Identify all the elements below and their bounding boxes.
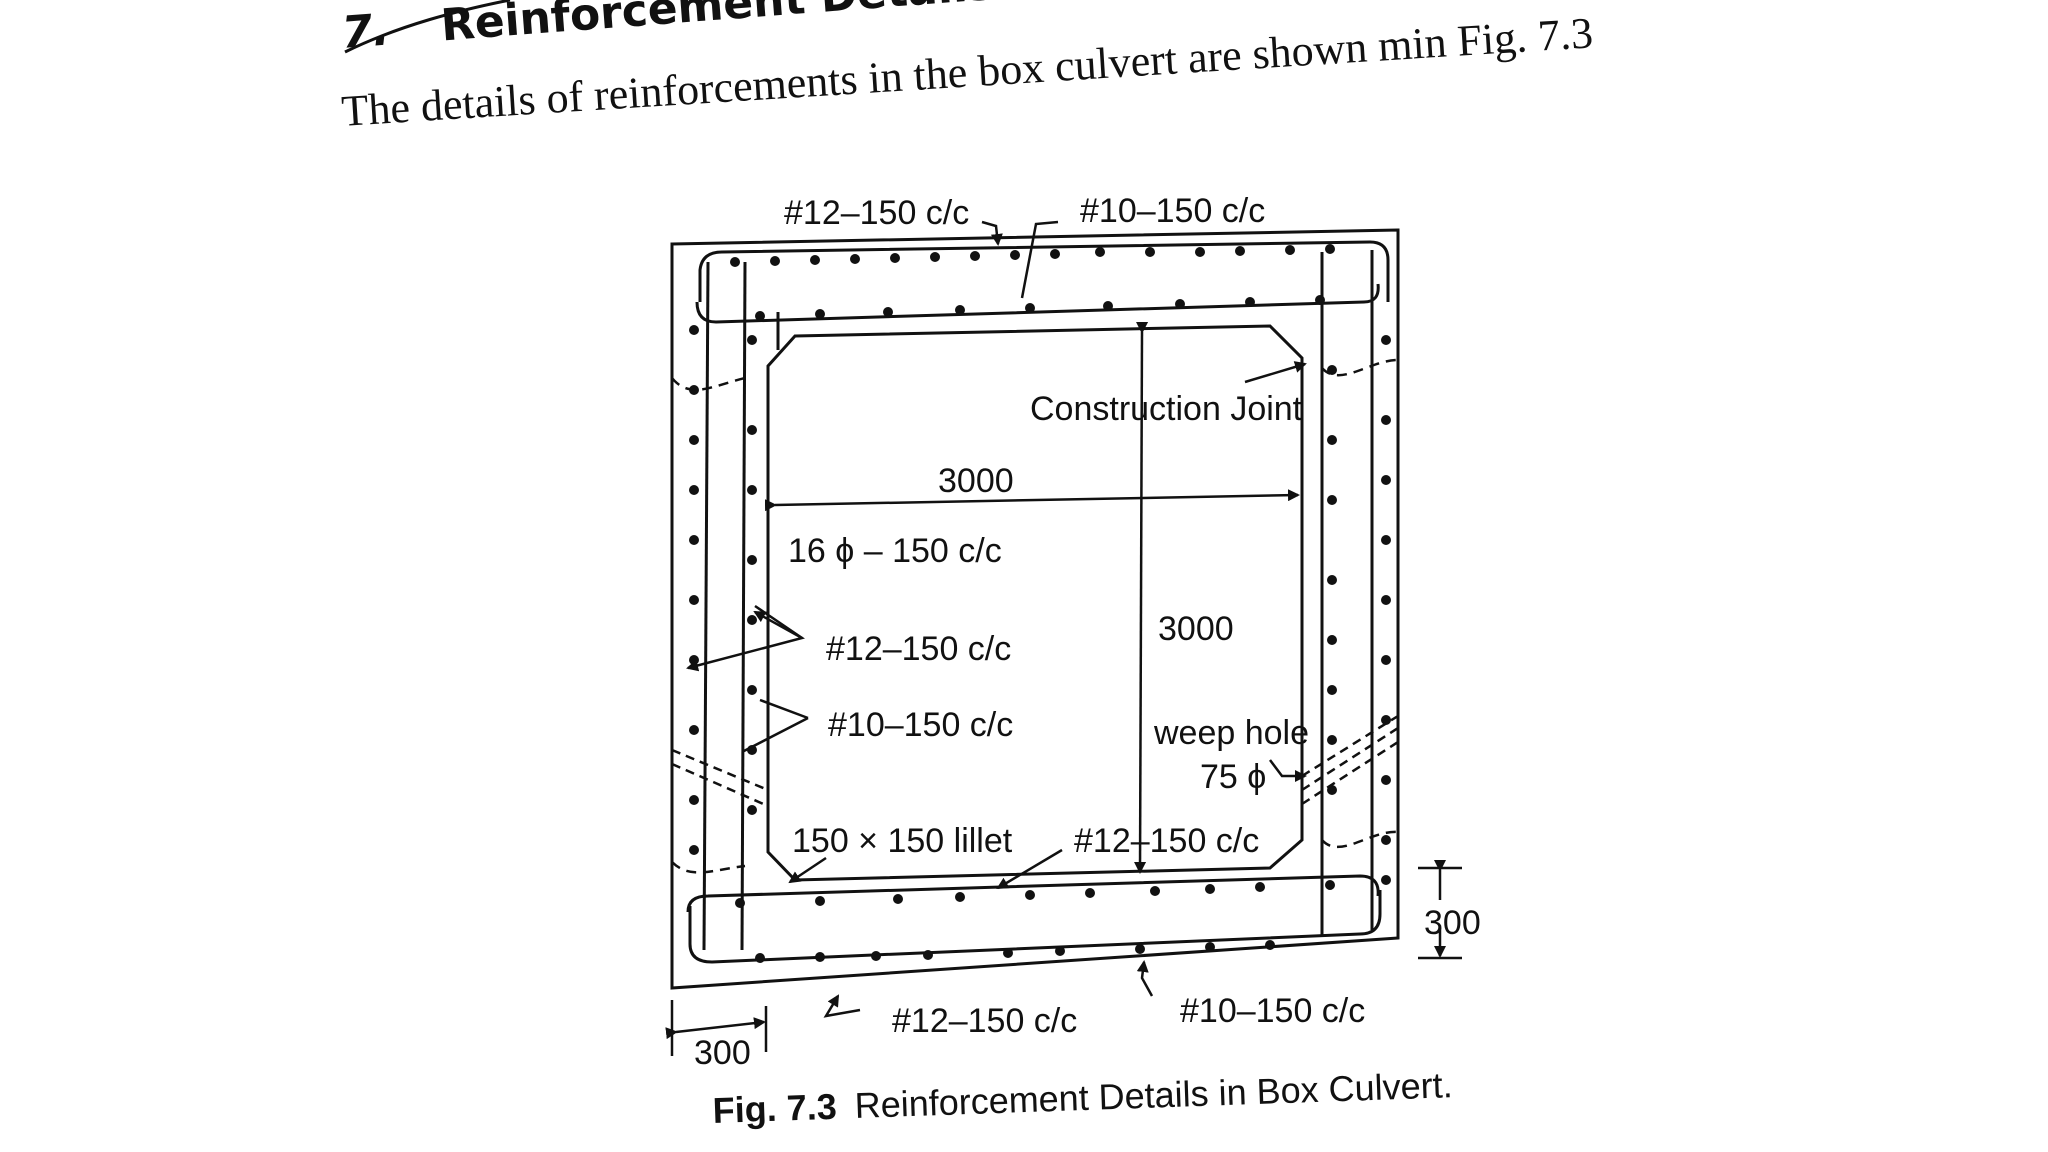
span-dimension-line [764, 489, 1300, 512]
left-wall-bars [689, 325, 757, 855]
wall-thickness-dimension [665, 1000, 768, 1056]
bottom-slab-inner-bar [686, 874, 1380, 913]
inner-opening-outline [766, 324, 1304, 882]
bottom-slab-upper-bars [735, 880, 1335, 908]
slab-thickness-dimension [1418, 860, 1462, 960]
label-height: 3000 [1158, 610, 1234, 648]
label-haunch-bar: 16 ϕ – 150 c/c [788, 532, 1002, 570]
label-bottom-left-bar: #12–150 c/c [892, 1002, 1077, 1040]
leader-lines [686, 220, 1307, 1018]
label-weep-dia: 75 ϕ [1200, 758, 1266, 796]
outer-concrete-outline [670, 228, 1400, 990]
label-wall-inner-bar: #10–150 c/c [828, 706, 1013, 744]
label-wall-thickness: 300 [694, 1034, 751, 1072]
label-bottom-inner-bar: #12–150 c/c [1074, 822, 1259, 860]
label-bottom-right-bar: #10–150 c/c [1180, 992, 1365, 1030]
label-top-right-bar: #10–150 c/c [1080, 192, 1265, 230]
label-weep-hole: weep hole [1153, 714, 1309, 752]
label-wall-outer-bar: #12–150 c/c [826, 630, 1011, 668]
construction-joints [671, 358, 1399, 874]
left-wall-outer-bar [702, 261, 710, 951]
top-slab-outer-bar [698, 240, 1390, 302]
height-dimension-line [1134, 321, 1149, 874]
label-span: 3000 [938, 462, 1014, 500]
decorative-curve [344, 0, 511, 54]
label-construction-joint: Construction Joint [1030, 390, 1303, 428]
figure-number: Fig. 7.3 [712, 1085, 838, 1131]
label-fillet: 150 × 150 lillet [792, 822, 1013, 860]
bottom-slab-lower-bars [755, 940, 1275, 963]
bottom-slab-outer-bar [688, 890, 1382, 964]
weep-holes [671, 714, 1399, 808]
label-top-left-bar: #12–150 c/c [784, 194, 969, 232]
left-wall-inner-bar [740, 261, 747, 951]
label-slab-thickness: 300 [1424, 904, 1481, 942]
top-slab-outer-bars [730, 244, 1335, 267]
right-wall-bars [1327, 335, 1391, 885]
top-slab-inner-bar [695, 283, 1380, 324]
top-slab-inner-bars [755, 295, 1325, 321]
